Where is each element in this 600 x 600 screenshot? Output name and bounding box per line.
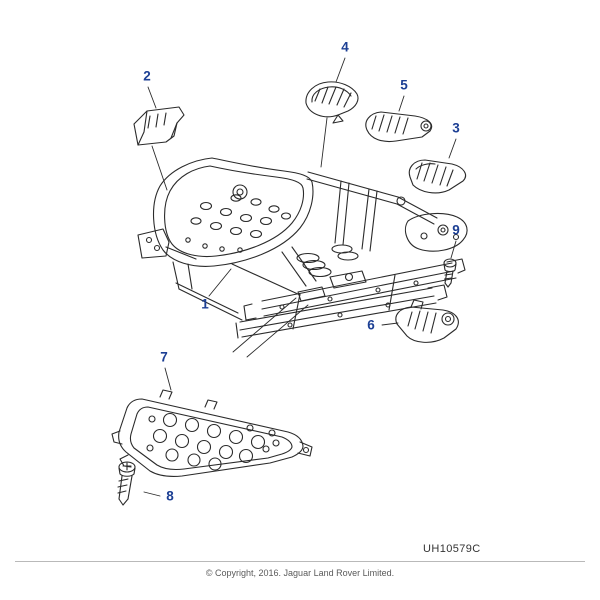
part-3-trim-drawing	[408, 159, 467, 194]
callout-8: 8	[166, 488, 174, 504]
copyright-text: © Copyright, 2016. Jaguar Land Rover Lim…	[205, 568, 395, 578]
callout-1: 1	[201, 296, 209, 312]
part-9-bolt-drawing	[443, 258, 457, 288]
part-5-trim-drawing	[365, 111, 433, 143]
drawing-code: UH10579C	[423, 543, 481, 555]
main-seat-frame-drawing	[137, 157, 468, 339]
part-4-cover-drawing	[305, 81, 359, 124]
part-7-seat-pan-drawing	[111, 389, 313, 477]
footer-divider	[15, 561, 585, 562]
callout-2: 2	[143, 68, 151, 84]
callout-5: 5	[400, 77, 408, 93]
callout-7: 7	[160, 349, 168, 365]
callout-6: 6	[367, 317, 375, 333]
part-8-screw-drawing	[117, 461, 136, 506]
callout-3: 3	[452, 120, 460, 136]
callout-9: 9	[452, 222, 460, 238]
part-6-bracket-drawing	[395, 299, 459, 343]
part-2-bracket-drawing	[133, 106, 185, 146]
callout-4: 4	[341, 39, 349, 55]
